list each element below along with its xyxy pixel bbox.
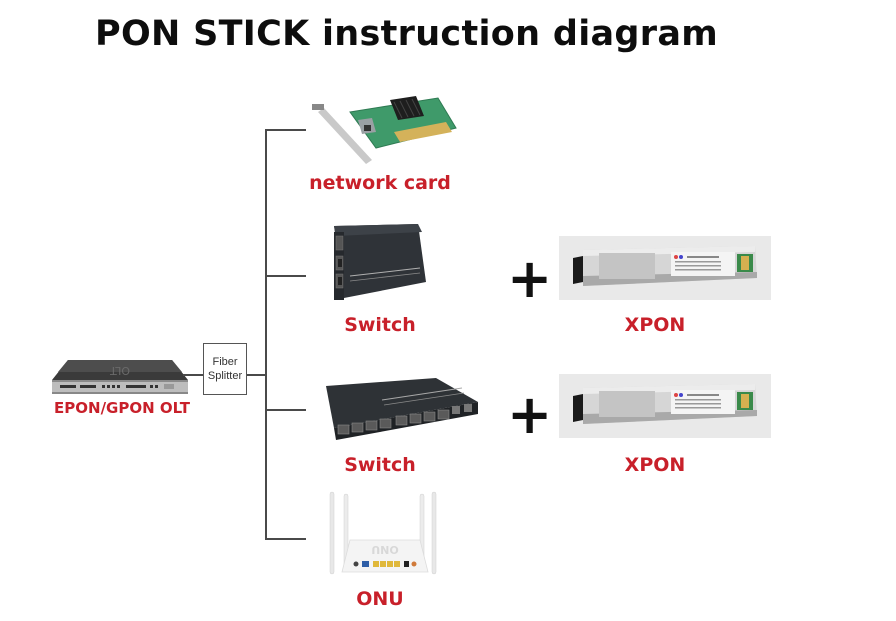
media-converter-switch-icon: [322, 218, 432, 303]
splitter-label-line1: Fiber: [212, 356, 238, 368]
plus-sign-2: +: [507, 383, 553, 446]
ethernet-switch-icon: [312, 376, 482, 446]
branch-label-onu: ONU: [356, 588, 404, 610]
olt-device-text: OLT: [110, 364, 130, 377]
branch-label-network-card: network card: [309, 172, 451, 194]
olt-label: EPON/GPON OLT: [54, 399, 190, 417]
branch-label-switch-2: Switch: [344, 454, 416, 476]
branch-line-onu: [265, 538, 306, 540]
sfp-module-icon: [559, 374, 771, 438]
addon-label-xpon-1: XPON: [624, 314, 686, 336]
splitter-label-line2: Splitter: [207, 370, 243, 382]
branch-label-switch-1: Switch: [344, 314, 416, 336]
trunk-line: [265, 129, 267, 539]
network-card-icon: [310, 92, 460, 167]
onu-device-text: ONU: [371, 543, 399, 556]
branch-line-switch-1: [265, 275, 306, 277]
sfp-module-icon: [559, 236, 771, 300]
fiber-splitter: Fiber Splitter: [203, 343, 247, 395]
addon-label-xpon-2: XPON: [624, 454, 686, 476]
connector-splitter-trunk: [247, 374, 267, 376]
plus-sign-1: +: [507, 247, 553, 310]
page-title: PON STICK instruction diagram: [95, 14, 719, 54]
olt-device-icon: OLT: [50, 358, 190, 396]
branch-line-network-card: [265, 129, 306, 131]
branch-line-switch-2: [265, 409, 306, 411]
onu-router-icon: ONU: [320, 484, 450, 578]
connector-olt-splitter: [183, 374, 204, 376]
